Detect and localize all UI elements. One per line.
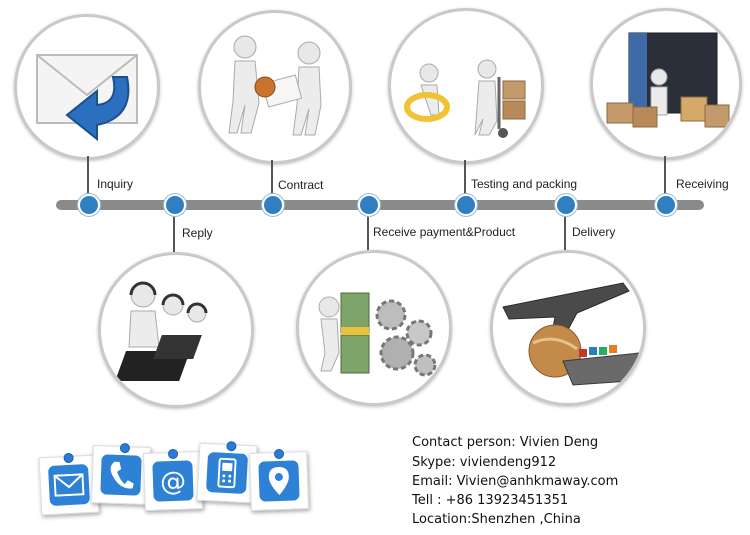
timeline-node-contract <box>262 194 284 216</box>
envelope-reply-icon <box>36 54 138 142</box>
timeline-node-receiving <box>655 194 677 216</box>
timeline-node-testing <box>455 194 477 216</box>
contract-circle <box>198 10 352 164</box>
inquiry-circle <box>14 14 160 160</box>
receiving-circle <box>590 8 742 160</box>
timeline-node-payment <box>358 194 380 216</box>
pin-icon <box>273 448 285 460</box>
mail-icon <box>53 473 85 497</box>
pin-icon <box>226 440 237 452</box>
handshake-contract-icon <box>228 35 322 136</box>
inspection-cart-icon <box>404 59 526 138</box>
payment-circle <box>296 250 452 406</box>
container-boxes-icon <box>606 32 730 128</box>
contact-person: Contact person: Vivien Deng <box>412 435 599 450</box>
connector-payment <box>367 210 369 250</box>
step-label-payment: Receive payment&Product <box>373 225 516 239</box>
svg-text:@: @ <box>160 467 187 497</box>
pin-icon <box>63 452 74 464</box>
connector-testing <box>464 160 466 200</box>
connector-contract <box>271 160 273 200</box>
money-gears-icon <box>318 292 437 377</box>
process-timeline <box>56 200 704 210</box>
timeline-node-inquiry <box>78 194 100 216</box>
connector-inquiry <box>87 156 89 200</box>
contact-skype[interactable]: Skype: viviendeng912 <box>412 455 557 470</box>
step-label-contract: Contract <box>278 178 324 192</box>
pin-icon <box>167 448 179 460</box>
note-mobile <box>196 440 258 504</box>
note-location <box>249 448 309 511</box>
note-at: @ <box>143 448 203 511</box>
testing-circle <box>388 8 544 164</box>
location-icon <box>268 467 289 495</box>
step-label-inquiry: Inquiry <box>97 177 134 191</box>
contact-email[interactable]: Email: Vivien@anhkmaway.com <box>412 474 619 489</box>
connector-receiving <box>664 156 666 200</box>
call-center-icon <box>115 281 208 381</box>
note-mail <box>38 452 100 516</box>
step-label-delivery: Delivery <box>572 225 616 239</box>
connector-delivery <box>564 210 566 250</box>
timeline-node-reply <box>164 194 186 216</box>
reply-circle <box>98 252 254 408</box>
mobile-icon <box>217 457 237 489</box>
step-label-reply: Reply <box>182 226 213 240</box>
connector-reply <box>173 210 175 252</box>
timeline-node-delivery <box>555 194 577 216</box>
plane-ship-globe-icon <box>502 282 640 386</box>
step-label-testing: Testing and packing <box>471 177 578 191</box>
step-label-receiving: Receiving <box>676 177 729 191</box>
contact-tel[interactable]: Tell : +86 13923451351 <box>412 493 569 508</box>
phone-icon <box>110 461 134 489</box>
delivery-circle <box>490 250 646 406</box>
pin-icon <box>119 442 131 454</box>
at-icon: @ <box>160 467 187 497</box>
note-phone <box>91 442 151 505</box>
contact-location: Location:Shenzhen ,China <box>412 512 581 527</box>
